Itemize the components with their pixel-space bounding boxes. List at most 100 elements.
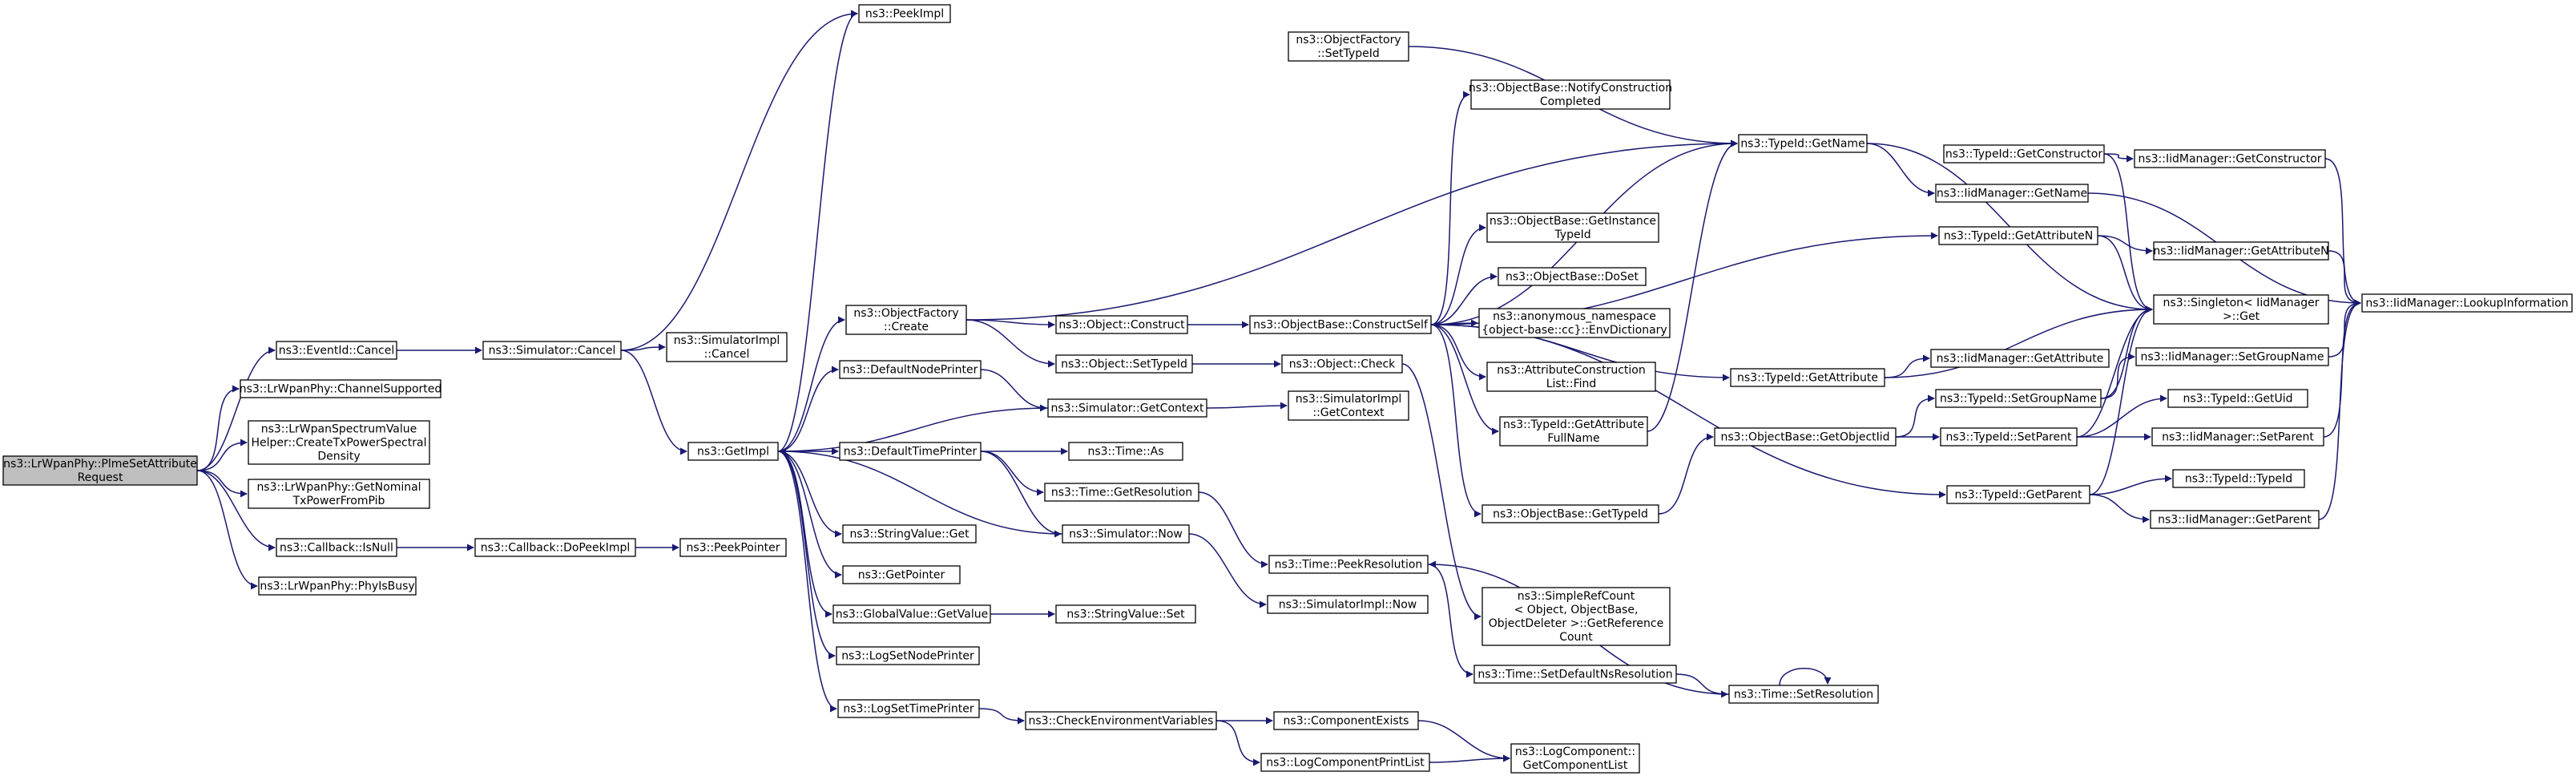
node-iidSetParent[interactable]: ns3::IidManager::SetParent <box>2151 427 2324 447</box>
edge-timePeekRes-to-timeSetDef <box>1427 564 1473 678</box>
node-obDoSet[interactable]: ns3::ObjectBase::DoSet <box>1498 267 1647 286</box>
node-timeGetRes[interactable]: ns3::Time::GetResolution <box>1044 483 1199 502</box>
node-box <box>839 360 982 379</box>
node-objCheck[interactable]: ns3::Object::Check <box>1281 354 1403 374</box>
node-box <box>1498 267 1647 286</box>
edge-tidGetAttr-to-singleton <box>1884 305 2153 378</box>
node-tidGetParent[interactable]: ns3::TypeId::GetParent <box>1946 485 2090 504</box>
node-box <box>2150 510 2320 529</box>
node-implNow[interactable]: ns3::SimulatorImpl::Now <box>1267 595 1429 614</box>
node-refCount[interactable]: ns3::SimpleRefCount< Object, ObjectBase,… <box>1482 587 1671 646</box>
edge-obConstructSelf-to-obGetInst <box>1430 224 1486 325</box>
node-iidSetGroup[interactable]: ns3::IidManager::SetGroupName <box>2135 347 2329 366</box>
node-iidGetName[interactable]: ns3::IidManager::GetName <box>1935 184 2089 203</box>
node-defTimePr[interactable]: ns3::DefaultTimePrinter <box>839 442 982 461</box>
node-timeAs[interactable]: ns3::Time::As <box>1068 442 1183 461</box>
node-implCancel[interactable]: ns3::SimulatorImpl::Cancel <box>666 332 788 362</box>
node-iidLookup[interactable]: ns3::IidManager::LookupInformation <box>2361 293 2573 313</box>
edge-tidGetAttrN-to-iidGetAttrN <box>2097 235 2153 255</box>
node-anonEnv[interactable]: ns3::anonymous_namespace{object-base::cc… <box>1478 308 1671 338</box>
node-strSet[interactable]: ns3::StringValue::Set <box>1055 604 1196 624</box>
node-label: ns3::LrWpanPhy::PlmeSetAttribute <box>3 458 197 471</box>
node-label: ns3::ObjectBase::ConstructSelf <box>1253 319 1429 332</box>
node-label: ns3::SimulatorImpl::Now <box>1279 599 1417 612</box>
node-tidGetAttrN[interactable]: ns3::TypeId::GetAttributeN <box>1938 226 2098 245</box>
node-label: ns3::TypeId::SetGroupName <box>1940 393 2097 406</box>
node-box <box>1499 416 1648 447</box>
node-simNow[interactable]: ns3::Simulator::Now <box>1062 524 1190 544</box>
node-tidGetUid[interactable]: ns3::TypeId::GetUid <box>2167 389 2308 408</box>
node-box <box>258 576 417 596</box>
node-box <box>839 442 982 461</box>
node-ofCreate[interactable]: ns3::ObjectFactory::Create <box>845 305 967 335</box>
node-peekImpl[interactable]: ns3::PeekImpl <box>858 4 951 23</box>
node-label: ns3::Simulator::Now <box>1069 528 1183 541</box>
node-tidSetGroup[interactable]: ns3::TypeId::SetGroupName <box>1935 389 2102 408</box>
node-iidGetAttr[interactable]: ns3::IidManager::GetAttribute <box>1930 349 2110 368</box>
node-label: ns3::anonymous_namespace <box>1493 310 1656 323</box>
node-timePeekRes[interactable]: ns3::Time::PeekResolution <box>1268 555 1429 574</box>
edge-tidSetParent-to-tidGetUid <box>2076 394 2167 438</box>
edge-defTimePr-to-simNow <box>980 451 1062 538</box>
node-label: ns3::StringValue::Set <box>1066 608 1185 621</box>
node-label: ns3::LrWpanPhy::PhyIsBusy <box>260 580 414 593</box>
edge-tidGetAttrFull-to-tidGetName <box>1647 139 1738 432</box>
node-label: ns3::DefaultNodePrinter <box>843 364 978 377</box>
node-checkEnv[interactable]: ns3::CheckEnvironmentVariables <box>1025 711 1217 730</box>
node-logCompGet[interactable]: ns3::LogComponent::GetComponentList <box>1510 743 1640 774</box>
node-obNotify[interactable]: ns3::ObjectBase::NotifyConstructionCompl… <box>1469 79 1672 110</box>
node-implGetCtx[interactable]: ns3::SimulatorImpl::GetContext <box>1288 390 1409 421</box>
node-tidSetParent[interactable]: ns3::TypeId::SetParent <box>1940 427 2078 447</box>
node-objSetTid[interactable]: ns3::Object::SetTypeId <box>1055 354 1193 374</box>
node-getPtr[interactable]: ns3::GetPointer <box>842 565 961 584</box>
node-simGetCtx[interactable]: ns3::Simulator::GetContext <box>1047 398 1207 418</box>
node-box <box>1249 315 1432 334</box>
node-obConstructSelf[interactable]: ns3::ObjectBase::ConstructSelf <box>1249 315 1432 334</box>
node-strGet[interactable]: ns3::StringValue::Get <box>842 524 977 544</box>
node-timeSetDef[interactable]: ns3::Time::SetDefaultNsResolution <box>1473 665 1677 684</box>
node-physBusy[interactable]: ns3::LrWpanPhy::PhyIsBusy <box>258 576 417 596</box>
node-simCancel[interactable]: ns3::Simulator::Cancel <box>482 341 622 360</box>
node-logCompPrint[interactable]: ns3::LogComponentPrintList <box>1260 753 1430 772</box>
node-getImpl[interactable]: ns3::GetImpl <box>687 442 779 461</box>
node-label: ns3::ObjectBase::GetObjectIid <box>1720 431 1889 444</box>
node-isNull[interactable]: ns3::Callback::IsNull <box>276 538 397 557</box>
node-tidGetAttr[interactable]: ns3::TypeId::GetAttribute <box>1730 368 1885 387</box>
node-singleton[interactable]: ns3::Singleton< IidManager>::Get <box>2153 294 2329 325</box>
node-box <box>1288 390 1409 421</box>
node-iidGetParent[interactable]: ns3::IidManager::GetParent <box>2150 510 2320 529</box>
node-box <box>1025 711 1217 730</box>
node-chanSup[interactable]: ns3::LrWpanPhy::ChannelSupported <box>240 379 442 398</box>
node-iidGetAttrN[interactable]: ns3::IidManager::GetAttributeN <box>2153 241 2329 261</box>
node-logNode[interactable]: ns3::LogSetNodePrinter <box>836 646 980 665</box>
node-box <box>842 524 977 544</box>
node-label: ns3::TypeId::GetUid <box>2183 393 2292 406</box>
edge-logCompPrint-to-logCompGet <box>1429 754 1510 763</box>
node-iidGetCtor[interactable]: ns3::IidManager::GetConstructor <box>2134 149 2326 168</box>
node-obGetObjTid[interactable]: ns3::ObjectBase::GetObjectIid <box>1714 427 1897 447</box>
node-box <box>2134 149 2326 168</box>
node-label: ns3::ObjectBase::NotifyConstruction <box>1469 82 1672 95</box>
node-defNodePr[interactable]: ns3::DefaultNodePrinter <box>839 360 982 379</box>
node-tidTypeId[interactable]: ns3::TypeId::TypeId <box>2172 469 2305 488</box>
node-label: ns3::Time::SetResolution <box>1734 689 1873 701</box>
node-tidGetName[interactable]: ns3::TypeId::GetName <box>1738 134 1868 153</box>
node-ofSetTid[interactable]: ns3::ObjectFactory::SetTypeId <box>1288 31 1409 62</box>
node-gvGet[interactable]: ns3::GlobalValue::GetValue <box>832 604 991 624</box>
node-doPeek[interactable]: ns3::Callback::DoPeekImpl <box>474 538 636 557</box>
node-tidGetCtor[interactable]: ns3::TypeId::GetConstructor <box>1943 144 2105 164</box>
node-compExists[interactable]: ns3::ComponentExists <box>1273 711 1419 730</box>
node-evCancel[interactable]: ns3::EventId::Cancel <box>276 341 397 360</box>
node-logTime[interactable]: ns3::LogSetTimePrinter <box>837 699 980 718</box>
node-createTx[interactable]: ns3::LrWpanSpectrumValueHelper::CreateTx… <box>248 420 430 465</box>
node-timeSetRes[interactable]: ns3::Time::SetResolution <box>1728 685 1879 704</box>
node-obGetTid[interactable]: ns3::ObjectBase::GetTypeId <box>1482 504 1659 523</box>
node-objConstr[interactable]: ns3::Object::Construct <box>1055 315 1188 334</box>
node-peekPtr[interactable]: ns3::PeekPointer <box>679 538 787 557</box>
node-box <box>1510 743 1640 774</box>
